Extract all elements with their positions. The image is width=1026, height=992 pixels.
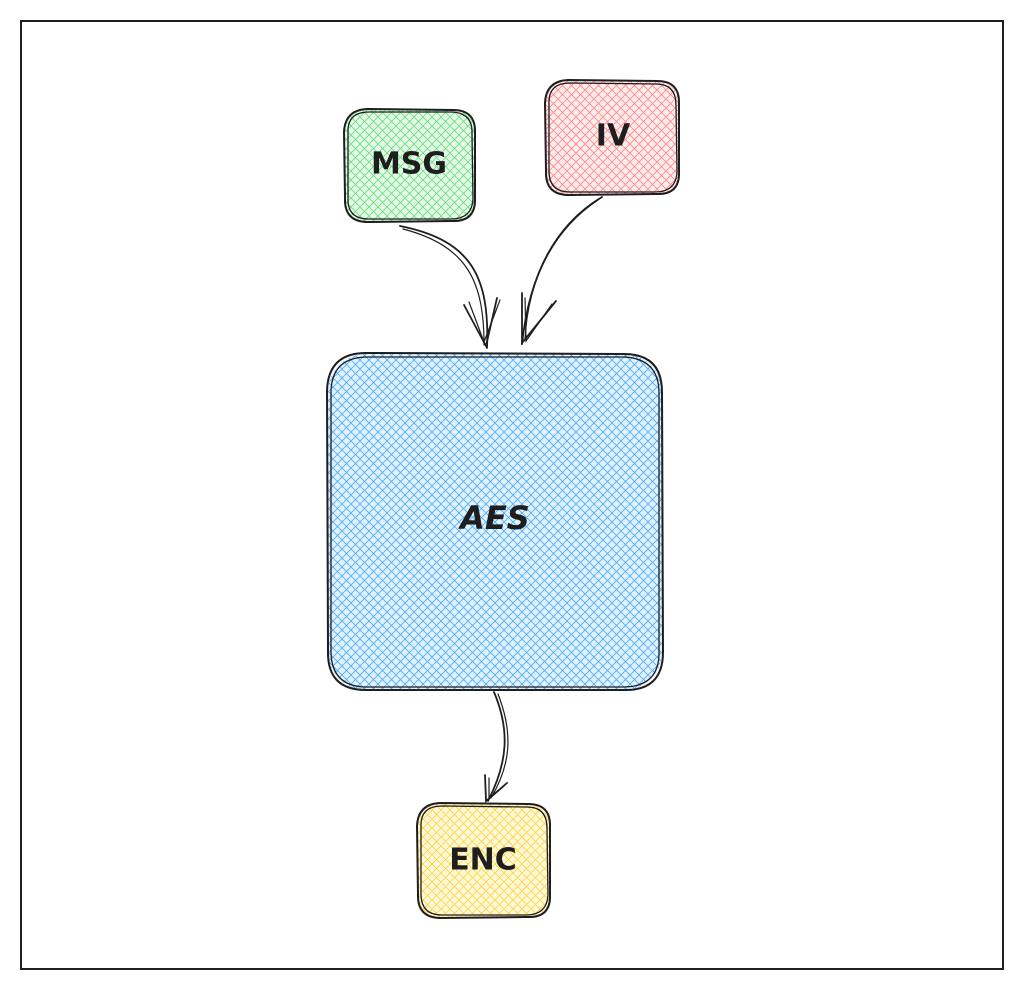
node-msg[interactable]: MSG bbox=[343, 108, 477, 223]
node-aes-hatch bbox=[328, 354, 662, 690]
node-aes-label: AES bbox=[457, 499, 530, 537]
node-enc-hatch bbox=[418, 804, 550, 918]
edge-aes-to-enc bbox=[484, 691, 509, 803]
canvas-frame bbox=[20, 20, 1004, 970]
edges-layer bbox=[399, 196, 603, 803]
node-iv-hatch bbox=[546, 81, 679, 195]
node-msg-label: MSG bbox=[371, 147, 447, 182]
node-enc-label: ENC bbox=[449, 843, 517, 878]
node-iv[interactable]: IV bbox=[544, 79, 681, 196]
node-iv-label: IV bbox=[596, 119, 631, 154]
node-enc[interactable]: ENC bbox=[416, 802, 552, 919]
node-aes[interactable]: AES bbox=[326, 352, 664, 692]
nodes-layer: MSG IV AES ENC bbox=[326, 79, 681, 919]
edge-msg-to-aes bbox=[399, 225, 501, 349]
node-msg-hatch bbox=[345, 110, 475, 222]
edge-iv-to-aes bbox=[521, 196, 603, 346]
